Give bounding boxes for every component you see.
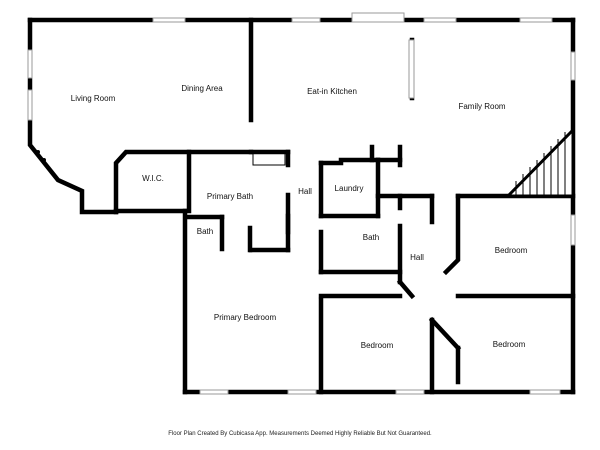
room-label-bedroom-3: Bedroom (492, 340, 526, 349)
room-label-eat-in-kitchen: Eat-in Kitchen (307, 87, 357, 96)
windows (27, 12, 576, 395)
room-label-bath: Bath (362, 233, 380, 242)
stairs (504, 126, 575, 198)
fixtures (36, 150, 286, 166)
room-label-hall: Hall (298, 187, 312, 196)
room-label-primary-bedroom: Primary Bedroom (213, 313, 277, 322)
room-label-dining-area: Dining Area (181, 84, 223, 93)
exterior-walls (27, 17, 576, 395)
footer-disclaimer: Floor Plan Created By Cubicasa App. Meas… (168, 431, 432, 437)
room-label-family-room: Family Room (458, 102, 506, 111)
interior-walls (113, 17, 576, 395)
room-label-wic: W.I.C. (142, 174, 164, 183)
room-label-living-room: Living Room (70, 94, 116, 103)
room-label-bedroom-1: Bedroom (494, 246, 528, 255)
room-label-hall-2: Hall (410, 253, 424, 262)
room-label-laundry: Laundry (334, 184, 364, 193)
room-label-primary-bath: Primary Bath (206, 192, 254, 201)
room-label-bath-small: Bath (196, 227, 214, 236)
room-label-bedroom-2: Bedroom (360, 341, 394, 350)
